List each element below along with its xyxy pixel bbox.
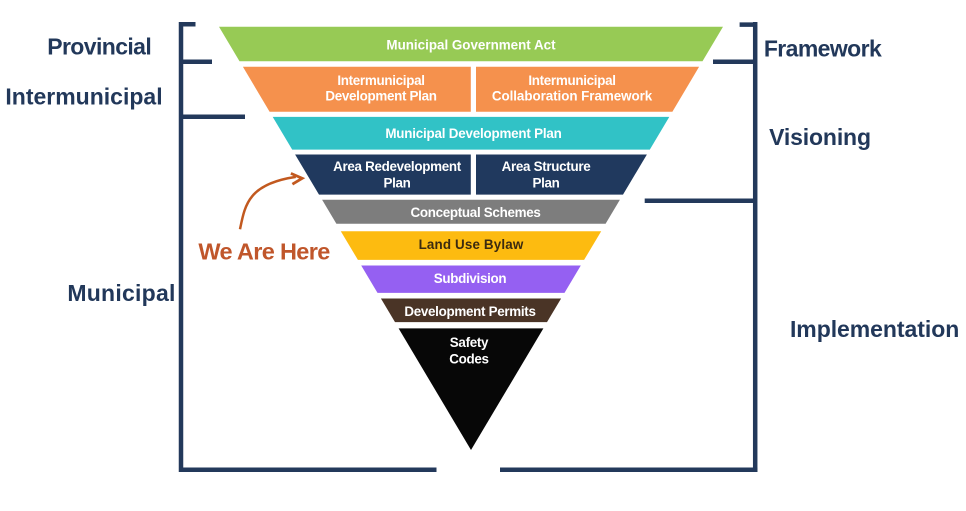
svg-text:Safety: Safety [450,335,489,350]
svg-text:Provincial: Provincial [47,34,151,60]
svg-text:Collaboration Framework: Collaboration Framework [492,89,653,104]
svg-text:Development Plan: Development Plan [325,89,436,104]
svg-text:Framework: Framework [764,36,882,62]
svg-text:Conceptual Schemes: Conceptual Schemes [410,205,540,220]
svg-text:Municipal: Municipal [67,280,175,306]
svg-text:Plan: Plan [383,176,410,191]
svg-text:Intermunicipal: Intermunicipal [337,73,424,88]
svg-text:Plan: Plan [532,176,559,191]
svg-text:Subdivision: Subdivision [434,271,507,286]
svg-text:We Are Here: We Are Here [198,239,330,265]
svg-text:Visioning: Visioning [769,124,871,150]
svg-text:Land Use Bylaw: Land Use Bylaw [419,237,524,252]
svg-text:Area Redevelopment: Area Redevelopment [333,159,462,174]
svg-text:Development Permits: Development Permits [404,304,535,319]
svg-text:Municipal Government Act: Municipal Government Act [386,37,556,52]
svg-text:Codes: Codes [449,352,488,367]
svg-text:Intermunicipal: Intermunicipal [528,73,615,88]
svg-text:Implementation: Implementation [790,316,959,342]
svg-text:Municipal Development Plan: Municipal Development Plan [385,126,561,141]
svg-text:Intermunicipal: Intermunicipal [5,84,162,110]
svg-text:Area Structure: Area Structure [502,159,591,174]
